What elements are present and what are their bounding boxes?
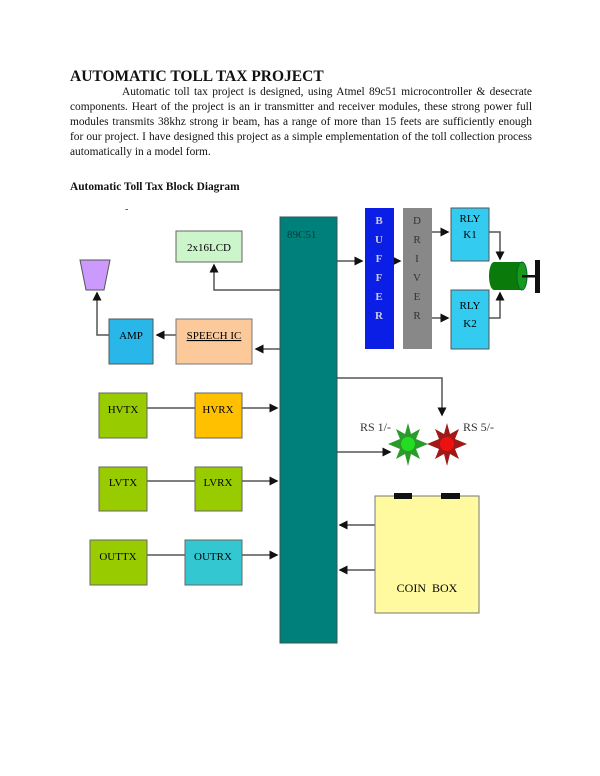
- document-title: AUTOMATIC TOLL TAX PROJECT: [70, 68, 324, 85]
- outrx-block: OUTRX: [184, 539, 243, 586]
- coin-slot-icon: [394, 493, 412, 499]
- svg-text:OUTTX: OUTTX: [99, 551, 136, 563]
- amp-block: AMP: [108, 318, 154, 365]
- driver-block: D R I V E R: [403, 208, 432, 349]
- diagram-heading: Automatic Toll Tax Block Diagram: [70, 181, 240, 193]
- svg-text:U: U: [375, 234, 383, 246]
- svg-text:HVTX: HVTX: [108, 404, 139, 416]
- motor-icon: [489, 260, 540, 293]
- svg-text:OUTRX: OUTRX: [194, 551, 232, 563]
- svg-text:F: F: [376, 272, 383, 284]
- hvtx-block: HVTX: [98, 392, 148, 439]
- connectors: [92, 227, 505, 575]
- hvrx-block: HVRX: [194, 392, 243, 439]
- svg-text:LVTX: LVTX: [109, 477, 137, 489]
- svg-text:V: V: [413, 272, 421, 284]
- svg-text:SPEECH IC: SPEECH IC: [187, 330, 242, 342]
- coin-box-block: COIN BOX: [374, 493, 480, 614]
- relay-k2-block: RLY K2: [450, 289, 490, 350]
- speech-ic-block: SPEECH IC: [175, 318, 253, 365]
- lvtx-block: LVTX: [98, 466, 148, 512]
- svg-text:K1: K1: [463, 229, 476, 241]
- lcd-block: 2x16LCD: [175, 230, 243, 263]
- svg-text:B: B: [375, 215, 383, 227]
- svg-text:K2: K2: [463, 318, 476, 330]
- svg-text:R: R: [375, 310, 384, 322]
- svg-text:D: D: [413, 215, 421, 227]
- rs1-label: RS 1/-: [360, 420, 391, 434]
- svg-text:E: E: [375, 291, 382, 303]
- speaker-icon: [79, 259, 111, 291]
- buffer-block: B U F F E R: [365, 208, 394, 349]
- svg-text:HVRX: HVRX: [202, 404, 233, 416]
- svg-text:RLY: RLY: [460, 213, 481, 225]
- svg-text:LVRX: LVRX: [204, 477, 233, 489]
- relay-k1-block: RLY K1: [450, 207, 490, 262]
- svg-text:89C51: 89C51: [287, 229, 316, 241]
- svg-text:-: -: [125, 204, 128, 215]
- svg-text:F: F: [376, 253, 383, 265]
- intro-paragraph: Automatic toll tax project is designed, …: [70, 86, 532, 158]
- coin-slot-icon: [441, 493, 460, 499]
- svg-text:COIN BOX: COIN BOX: [397, 581, 458, 595]
- svg-text:AMP: AMP: [119, 330, 143, 342]
- outtx-block: OUTTX: [89, 539, 148, 586]
- svg-text:R: R: [413, 310, 421, 322]
- svg-text:I: I: [415, 253, 419, 265]
- lvrx-block: LVRX: [194, 466, 243, 512]
- svg-text:2x16LCD: 2x16LCD: [187, 242, 231, 254]
- svg-text:R: R: [413, 234, 421, 246]
- green-led-icon: [388, 423, 428, 466]
- red-led-icon: [427, 423, 467, 466]
- rs5-label: RS 5/-: [463, 420, 494, 434]
- svg-text:RLY: RLY: [460, 300, 481, 312]
- mcu-89c51: 89C51: [279, 216, 338, 644]
- svg-text:E: E: [414, 291, 421, 303]
